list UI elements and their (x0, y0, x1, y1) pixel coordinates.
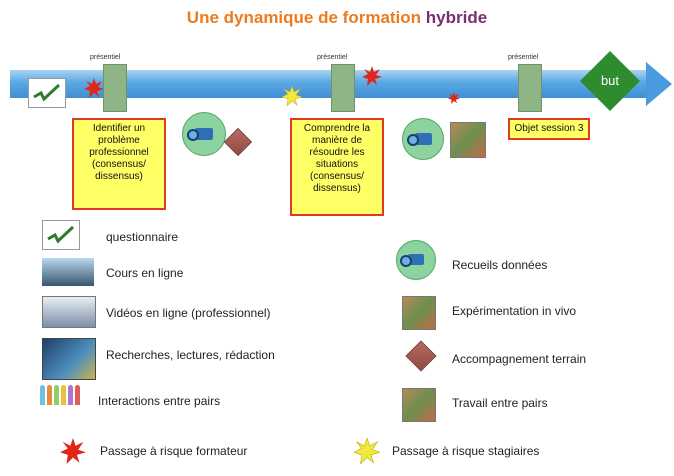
camera-icon (182, 112, 226, 156)
legend-recueils: Recueils données (452, 258, 548, 272)
legend-recherches: Recherches, lectures, rédaction (106, 348, 275, 362)
legend-risque-formateur: Passage à risque formateur (100, 444, 248, 458)
presentiel-label: présentiel (317, 54, 348, 61)
legend-videos: Vidéos en ligne (professionnel) (106, 306, 271, 320)
presentiel-label: présentiel (508, 54, 539, 61)
photo-icon (402, 388, 436, 422)
burst-icon (362, 66, 382, 86)
photo-icon (450, 122, 486, 158)
legend-cours: Cours en ligne (106, 266, 184, 280)
legend-experimentation: Expérimentation in vivo (452, 304, 577, 318)
burst-icon (60, 438, 86, 464)
presentiel-marker (518, 64, 542, 112)
legend-travail: Travail entre pairs (452, 396, 548, 410)
check-icon (42, 220, 80, 250)
burst-icon (282, 86, 302, 106)
legend-accompagnement: Accompagnement terrain (452, 352, 587, 366)
camera-icon (396, 240, 436, 280)
title-part-1: Une dynamique de formation (186, 8, 426, 27)
goal-label: but (600, 73, 620, 88)
goal-diamond: but (580, 51, 640, 111)
camera-icon (402, 118, 444, 160)
people-icon (40, 385, 82, 410)
photo-icon (402, 296, 436, 330)
legend-questionnaire: questionnaire (106, 230, 179, 244)
diamond-icon (405, 340, 437, 372)
note-box: Comprendre la manière de résoudre les si… (290, 118, 384, 216)
slide-title: Une dynamique de formation hybride (0, 8, 674, 28)
check-icon (28, 78, 66, 108)
title-part-2: hybride (425, 8, 488, 27)
burst-icon (84, 78, 104, 98)
legend-interactions: Interactions entre pairs (98, 394, 221, 408)
presentiel-marker (103, 64, 127, 112)
timeline-arrowhead (646, 62, 672, 106)
burst-icon (354, 438, 380, 464)
research-icon (42, 338, 96, 380)
diamond-icon (223, 127, 253, 157)
video-thumbnail-icon (42, 258, 94, 286)
legend-risque-stagiaires: Passage à risque stagiaires (392, 444, 540, 458)
burst-icon (448, 92, 460, 104)
presentiel-marker (331, 64, 355, 112)
presentiel-label: présentiel (90, 54, 121, 61)
note-box: Identifier un problème professionnel (co… (72, 118, 166, 210)
video-screen-icon (42, 296, 96, 328)
note-box: Objet session 3 (508, 118, 590, 140)
